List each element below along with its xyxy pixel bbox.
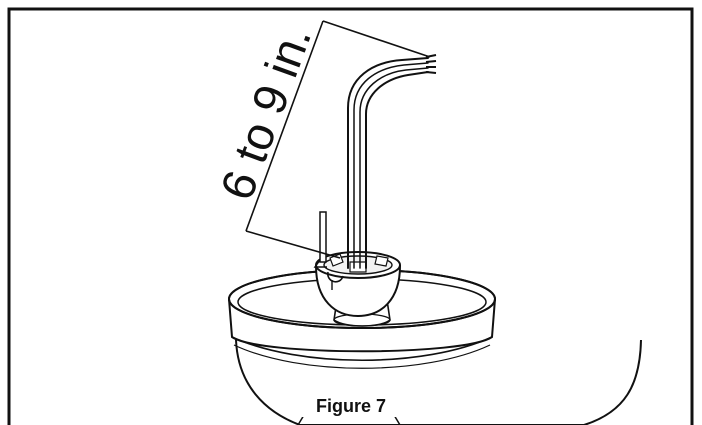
ground-wire bbox=[313, 211, 327, 268]
figure-frame bbox=[7, 7, 694, 425]
hanger-ball bbox=[314, 251, 402, 318]
dimension-label: 6 to 9 in. bbox=[210, 19, 321, 207]
wire-ends bbox=[425, 54, 437, 74]
dimension-line bbox=[245, 20, 431, 259]
figure-caption: Figure 7 bbox=[316, 396, 386, 416]
caption-backdrop bbox=[286, 393, 416, 417]
lead-wires bbox=[347, 57, 429, 269]
